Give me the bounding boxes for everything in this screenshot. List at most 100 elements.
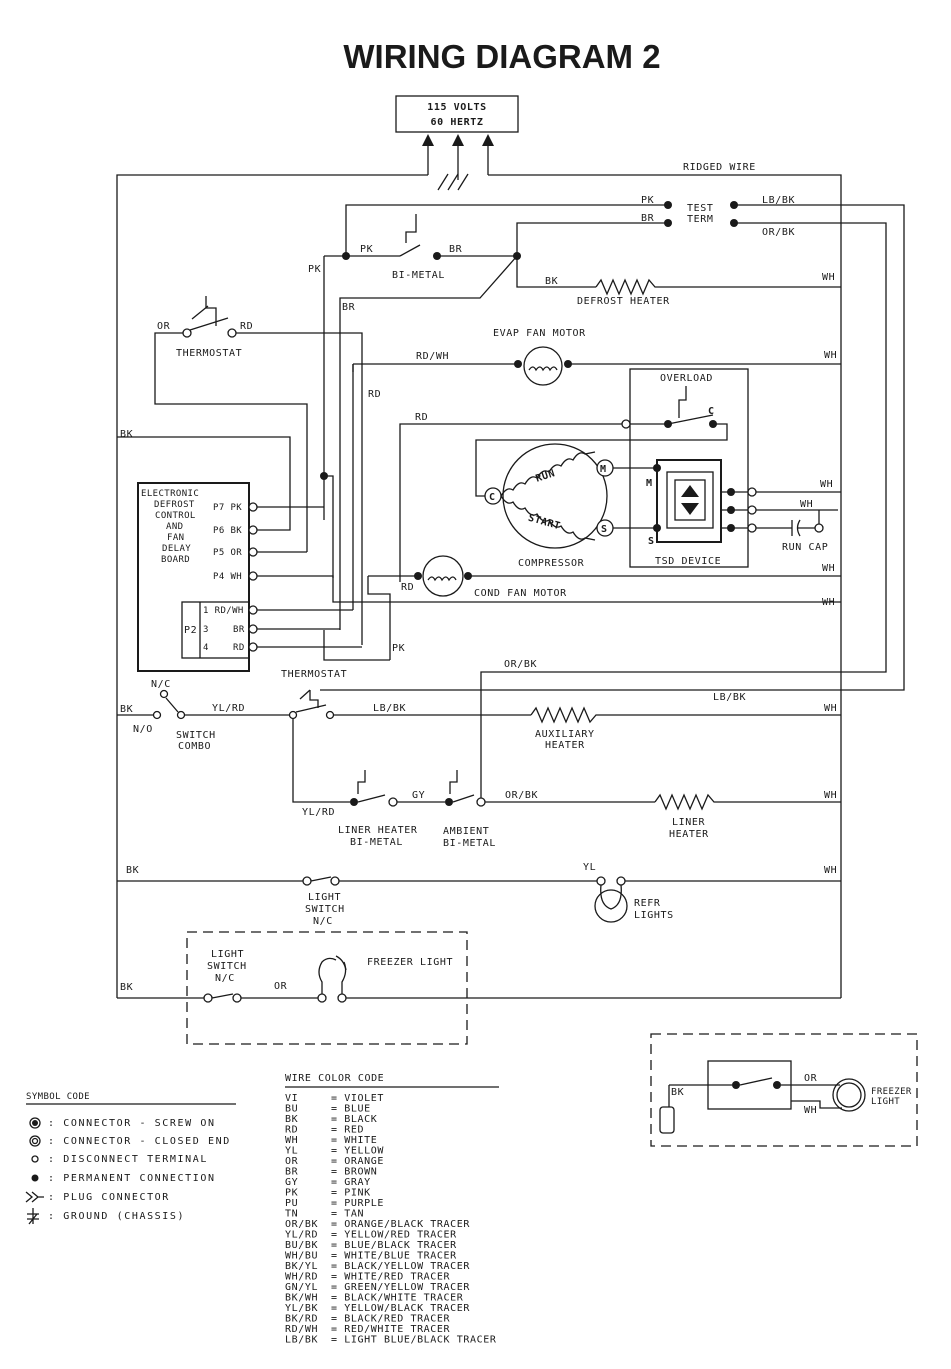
board-p2-pin-3: 3 (203, 625, 209, 635)
refr-lights-row: BK LIGHT SWITCH N/C YL WH REFR LIGHTS (117, 862, 841, 927)
color-code-abbr: YL (285, 1146, 298, 1157)
diagram-title: WIRING DIAGRAM 2 (343, 38, 660, 75)
evap-fan-motor: EVAP FAN MOTOR RD/WH WH (352, 328, 841, 610)
board-label-3: CONTROL (155, 511, 196, 521)
compressor-m-label: M (600, 464, 607, 475)
defrost-control-board: ELECTRONIC DEFROST CONTROL AND FAN DELAY… (117, 389, 841, 672)
color-code-abbr: BK/YL (285, 1261, 318, 1272)
color-code-abbr: RD (285, 1125, 298, 1136)
run-cap-label: RUN CAP (782, 542, 828, 553)
color-code-abbr: GY (285, 1177, 298, 1188)
color-code-abbr: BU/BK (285, 1240, 318, 1251)
board-p2-label: P2 (184, 625, 197, 636)
wire-label-yl-rd: YL/RD (212, 703, 245, 714)
compressor-c-label: C (489, 492, 496, 503)
wire-label-rd-wh: RD/WH (416, 351, 449, 362)
board-pin-p7: P7 PK (213, 503, 242, 513)
wire-label-rd: RD (240, 321, 253, 332)
freezer-light-switch-label-2: SWITCH (207, 961, 247, 972)
wire-label-or-bk: OR/BK (762, 227, 795, 238)
wire-label-or-2: OR (274, 981, 288, 992)
symbol-code-title: SYMBOL CODE (26, 1092, 90, 1102)
compressor-start-label: START (527, 513, 562, 533)
refr-lights-label-2: LIGHTS (634, 910, 674, 921)
board-p2-wire-rd: RD (233, 643, 245, 653)
wire-label-wh-6: WH (822, 597, 835, 608)
ridged-wire-label: RIDGED WIRE (683, 162, 756, 173)
color-code-name: = YELLOW/RED TRACER (331, 1230, 457, 1241)
wire-label-lb-bk: LB/BK (762, 195, 795, 206)
freezer-light-box: BK LIGHT SWITCH N/C OR FREEZER LIGHT (117, 931, 841, 1045)
board-pin-p6: P6 BK (213, 526, 242, 536)
color-code-abbr: WH/RD (285, 1272, 318, 1283)
power-voltage: 115 VOLTS (427, 102, 487, 113)
board-pin-p4: P4 WH (213, 572, 242, 582)
alt-freezer-light-diagram: BK OR WH FREEZER LIGHT (650, 1033, 918, 1147)
liner-heater-label-2: HEATER (669, 829, 709, 840)
color-code-name: = BLUE (331, 1104, 371, 1115)
compressor-label: COMPRESSOR (518, 558, 585, 569)
color-code-abbr: WH (285, 1135, 298, 1146)
wire-color-code-title: WIRE COLOR CODE (285, 1073, 384, 1084)
switch-no-label: N/O (133, 724, 153, 735)
board-label-5: FAN (167, 533, 184, 543)
wire-label-or-3: OR (804, 1073, 818, 1084)
board-pin-p5: P5 OR (213, 548, 242, 558)
symbol-screw-on: : CONNECTOR - SCREW ON (48, 1118, 216, 1129)
color-code-abbr: PU (285, 1198, 298, 1209)
color-code-name: = BROWN (331, 1167, 377, 1178)
color-code-abbr: BR (285, 1167, 299, 1178)
wire-label-br: BR (641, 213, 655, 224)
color-code-name: = GRAY (331, 1177, 371, 1188)
wire-label-wh-7: WH (824, 703, 837, 714)
liner-heater-label-1: LINER (672, 817, 705, 828)
wire-label-yl: YL (583, 862, 596, 873)
symbol-closed-end: : CONNECTOR - CLOSED END (48, 1136, 231, 1147)
tsd-m-label: M (646, 478, 653, 489)
wire-label-br-2: BR (449, 244, 463, 255)
freezer-light-label: FREEZER LIGHT (367, 957, 453, 968)
wire-label-gy: GY (412, 790, 425, 801)
color-code-abbr: YL/BK (285, 1303, 318, 1314)
symbol-ground: : GROUND (CHASSIS) (48, 1211, 185, 1222)
color-code-abbr: WH/BU (285, 1251, 318, 1262)
board-label-1: ELECTRONIC (141, 489, 199, 499)
freezer-light-switch-label-1: LIGHT (211, 949, 244, 960)
bi-metal-defrost: PK BR BI-METAL PK BR BK DEFROST HEATER W… (308, 214, 841, 630)
wire-label-wh-2: WH (824, 350, 837, 361)
wire-label-wh-10: WH (804, 1105, 817, 1116)
wire-label-wh-5: WH (822, 563, 835, 574)
wire-label-rd-3: RD (401, 582, 414, 593)
power-frequency: 60 HERTZ (431, 117, 484, 128)
overload-c-label: C (708, 406, 715, 417)
light-switch-label-3: N/C (313, 916, 333, 927)
wire-label-wh-3: WH (820, 479, 833, 490)
wire-label-wh-4: WH (800, 499, 813, 510)
color-code-name: = PINK (331, 1188, 371, 1199)
compressor-s-label: S (601, 524, 608, 535)
color-code-abbr: BU (285, 1104, 298, 1115)
color-code-abbr: BK (285, 1114, 298, 1125)
board-p2-pin-1: 1 RD/WH (203, 606, 244, 616)
thermostat-label: THERMOSTAT (176, 348, 242, 359)
tsd-device-label: TSD DEVICE (655, 556, 721, 567)
wire-label-rd-2: RD (415, 412, 428, 423)
color-code-name: = RED/WHITE TRACER (331, 1324, 451, 1335)
compressor-run-label: RUN (534, 468, 556, 485)
liner-heater-bimetal-label-2: BI-METAL (350, 837, 403, 848)
wire-label-pk: PK (641, 195, 654, 206)
power-source: 115 VOLTS 60 HERTZ (395, 95, 519, 191)
liner-heater-bimetal-label-1: LINER HEATER (338, 825, 418, 836)
board-label-2: DEFROST (154, 500, 195, 510)
color-code-name: = BLUE/BLACK TRACER (331, 1240, 457, 1251)
board-label-6: DELAY (162, 544, 191, 554)
color-code-name: = BLACK/WHITE TRACER (331, 1293, 464, 1304)
freezer-light-switch-label-3: N/C (215, 973, 235, 984)
wire-label-lb-bk-3: LB/BK (713, 692, 746, 703)
color-code-name: = WHITE (331, 1135, 377, 1146)
aux-heater-label-2: HEATER (545, 740, 585, 751)
wire-label-yl-rd-2: YL/RD (302, 807, 335, 818)
wire-label-pk-3: PK (308, 264, 321, 275)
